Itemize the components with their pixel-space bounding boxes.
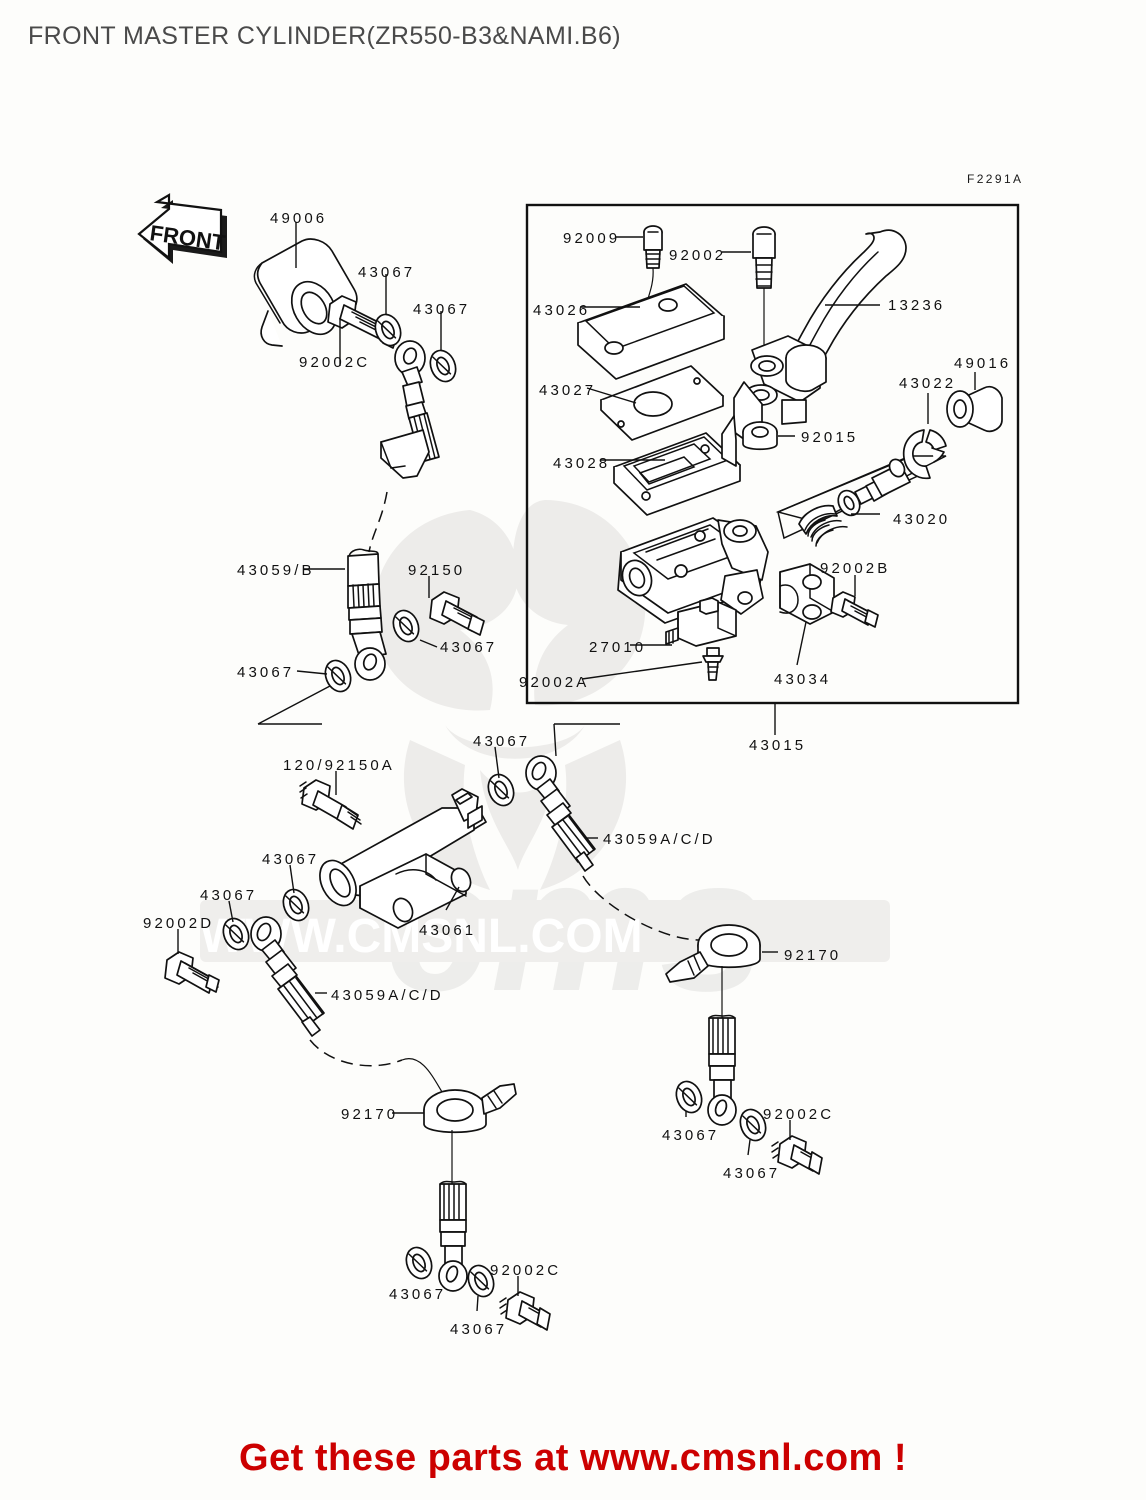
part-label-49006[interactable]: 49006 bbox=[270, 210, 328, 227]
part-label-43067[interactable]: 43067 bbox=[662, 1127, 720, 1144]
inset-part-label-43027[interactable]: 43027 bbox=[539, 382, 597, 399]
part-label-43059A-C-D[interactable]: 43059A/C/D bbox=[331, 987, 444, 1004]
part-label-92150[interactable]: 92150 bbox=[408, 562, 466, 579]
part-label-43067[interactable]: 43067 bbox=[440, 639, 498, 656]
part-label-43061[interactable]: 43061 bbox=[419, 922, 477, 939]
inset-part-label-92009[interactable]: 92009 bbox=[563, 230, 621, 247]
inset-part-label-92002A[interactable]: 92002A bbox=[519, 674, 590, 691]
part-label-43067[interactable]: 43067 bbox=[389, 1286, 447, 1303]
part-label-43067[interactable]: 43067 bbox=[723, 1165, 781, 1182]
inset-part-label-43020[interactable]: 43020 bbox=[893, 511, 951, 528]
part-label-43059-B[interactable]: 43059/B bbox=[237, 562, 315, 579]
page-title: FRONT MASTER CYLINDER(ZR550-B3&NAMI.B6) bbox=[28, 22, 622, 50]
front-direction-marker: FRONT bbox=[133, 192, 233, 274]
part-label-43059A-C-D[interactable]: 43059A/C/D bbox=[603, 831, 716, 848]
inset-part-label-92002[interactable]: 92002 bbox=[669, 247, 727, 264]
footer-cta[interactable]: Get these parts at www.cmsnl.com ! bbox=[238, 1437, 908, 1479]
part-label-43067[interactable]: 43067 bbox=[413, 301, 471, 318]
part-label-92170[interactable]: 92170 bbox=[341, 1106, 399, 1123]
part-label-92002D[interactable]: 92002D bbox=[143, 915, 215, 932]
part-label-120-92150A[interactable]: 120/92150A bbox=[283, 757, 395, 774]
inset-part-label-92015[interactable]: 92015 bbox=[801, 429, 859, 446]
part-label-92002C[interactable]: 92002C bbox=[299, 354, 371, 371]
part-label-43067[interactable]: 43067 bbox=[450, 1321, 508, 1338]
part-label-43067[interactable]: 43067 bbox=[262, 851, 320, 868]
part-label-43067[interactable]: 43067 bbox=[473, 733, 531, 750]
part-label-43067[interactable]: 43067 bbox=[237, 664, 295, 681]
part-label-92002C[interactable]: 92002C bbox=[763, 1106, 835, 1123]
inset-part-label-43034[interactable]: 43034 bbox=[774, 671, 832, 688]
inset-part-label-13236[interactable]: 13236 bbox=[888, 297, 946, 314]
inset-part-label-43022[interactable]: 43022 bbox=[899, 375, 957, 392]
inset-part-label-92002B[interactable]: 92002B bbox=[820, 560, 891, 577]
part-label-43067[interactable]: 43067 bbox=[358, 264, 416, 281]
inset-part-label-27010[interactable]: 27010 bbox=[589, 639, 647, 656]
part-label-92170[interactable]: 92170 bbox=[784, 947, 842, 964]
inset-part-label-43026[interactable]: 43026 bbox=[533, 302, 591, 319]
part-label-43015[interactable]: 43015 bbox=[749, 737, 807, 754]
part-label-92002C[interactable]: 92002C bbox=[490, 1262, 562, 1279]
diagram-code: F2291A bbox=[967, 172, 1024, 186]
part-label-43067[interactable]: 43067 bbox=[200, 887, 258, 904]
inset-part-label-43028[interactable]: 43028 bbox=[553, 455, 611, 472]
inset-part-label-49016[interactable]: 49016 bbox=[954, 355, 1012, 372]
